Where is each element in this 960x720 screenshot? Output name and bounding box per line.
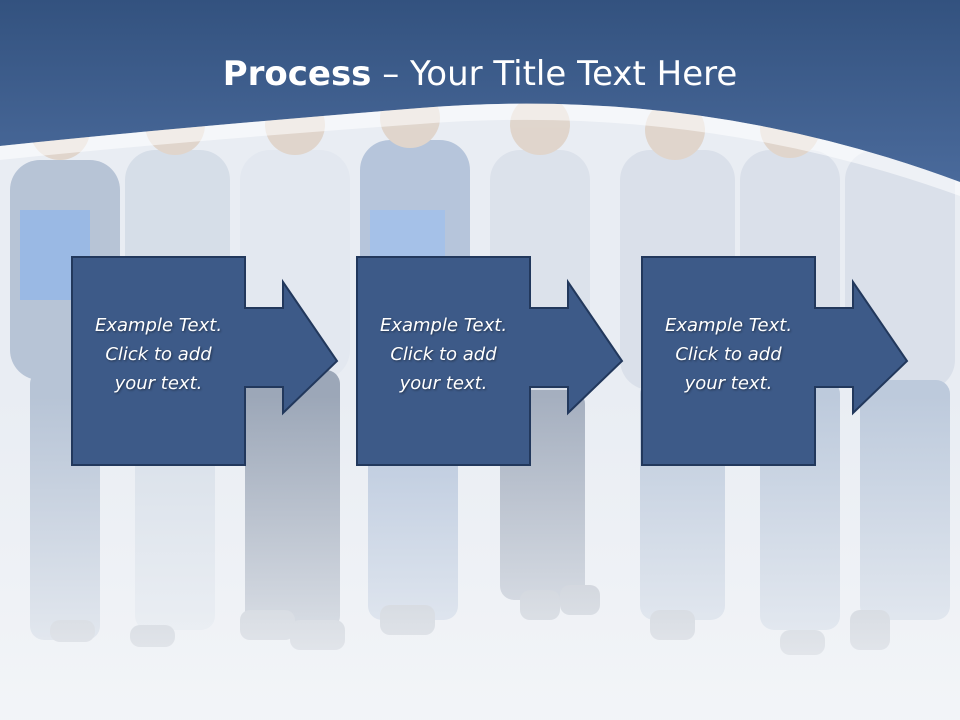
step-text-line: Example Text. <box>94 315 223 336</box>
step-text[interactable]: Example Text. Click to add your text. <box>71 311 246 398</box>
step-text-line: Click to add <box>390 344 497 365</box>
step-text-line: Example Text. <box>664 315 793 336</box>
title-bold: Process <box>222 54 372 94</box>
header-band <box>0 0 960 196</box>
step-text-line: your text. <box>399 373 488 394</box>
step-text-line: Example Text. <box>379 315 508 336</box>
step-text-line: Click to add <box>675 344 782 365</box>
step-text-line: Click to add <box>105 344 212 365</box>
step-arrow-shape <box>641 256 909 466</box>
step-text[interactable]: Example Text. Click to add your text. <box>641 311 816 398</box>
slide-title[interactable]: Process – Your Title Text Here <box>0 52 960 96</box>
step-arrow-shape <box>71 256 339 466</box>
step-text-line: your text. <box>114 373 203 394</box>
process-step-3[interactable]: Example Text. Click to add your text. <box>641 256 909 466</box>
step-text-line: your text. <box>684 373 773 394</box>
step-text[interactable]: Example Text. Click to add your text. <box>356 311 531 398</box>
title-rest: – Your Title Text Here <box>371 54 738 94</box>
process-step-2[interactable]: Example Text. Click to add your text. <box>356 256 624 466</box>
step-arrow-shape <box>356 256 624 466</box>
process-step-1[interactable]: Example Text. Click to add your text. <box>71 256 339 466</box>
